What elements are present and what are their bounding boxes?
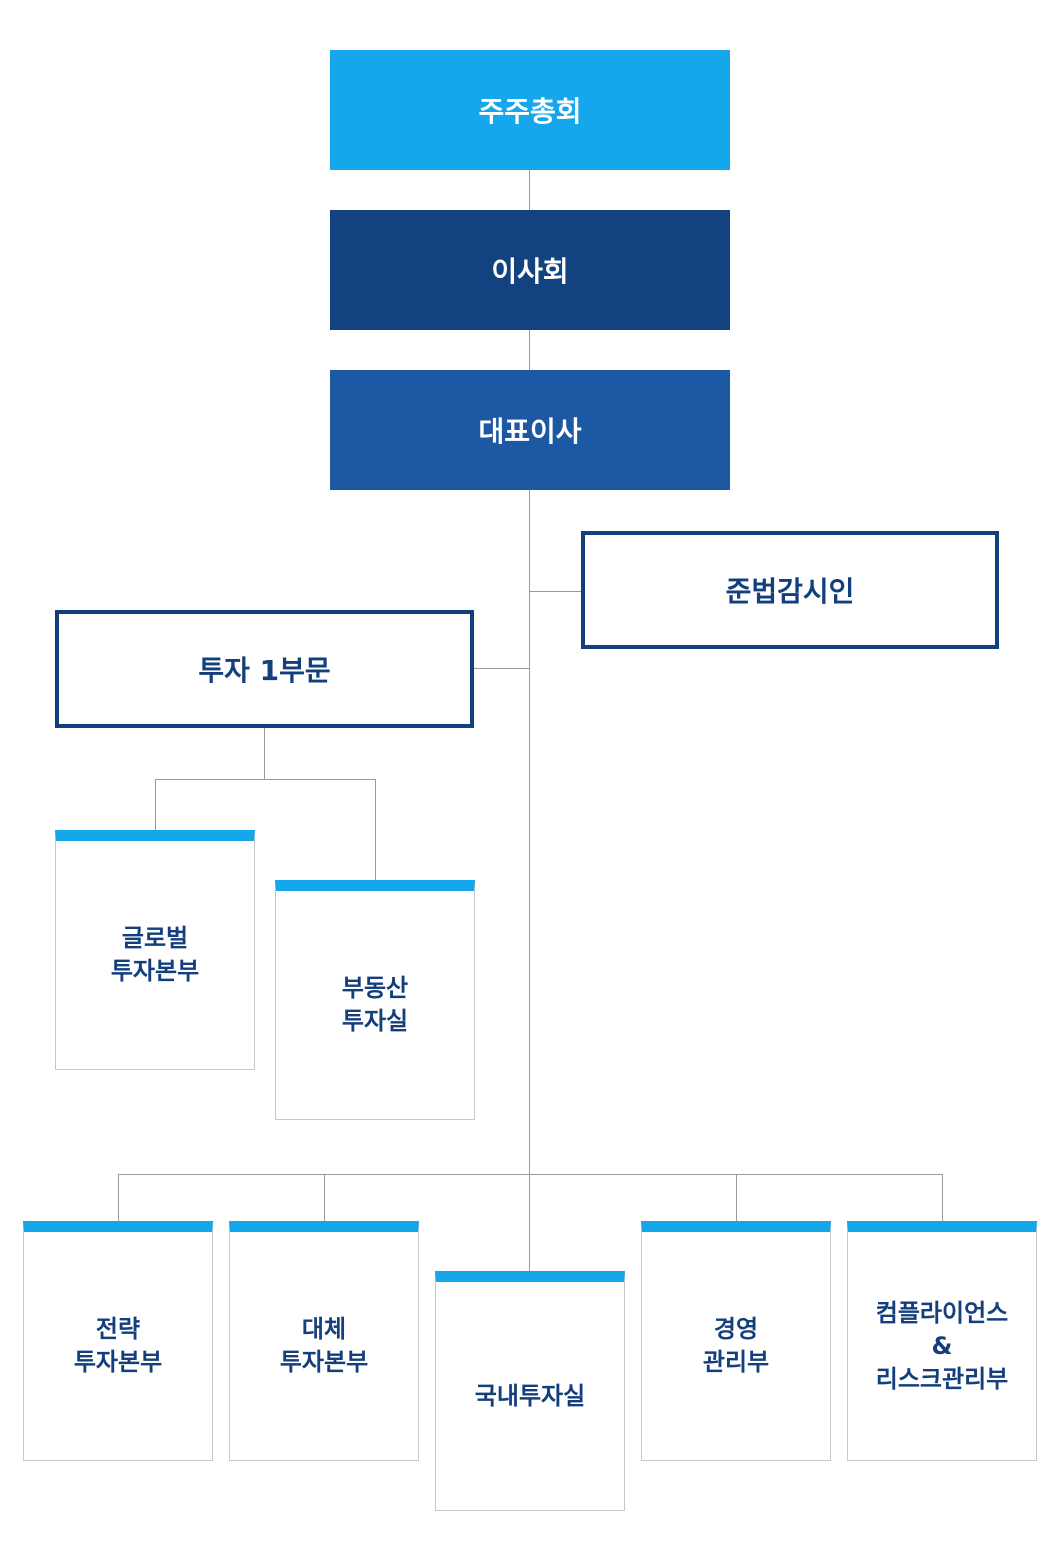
alternative-investment-unit-card: 대체 투자본부 (229, 1221, 419, 1461)
global-investment-unit-line-2: 투자본부 (110, 957, 200, 985)
strategy-investment-unit-card: 전략 투자본부 (23, 1221, 213, 1461)
connector-ceo-trunk (529, 490, 530, 1275)
connector-bottom-branch (118, 1174, 943, 1175)
management-support-unit-card: 경영 관리부 (641, 1221, 831, 1461)
connector-board-ceo (529, 330, 530, 370)
real-estate-investment-unit-line-2: 투자실 (341, 1007, 409, 1035)
global-investment-unit-line-1: 글로벌 (121, 924, 189, 952)
connector-bottom-1 (118, 1174, 119, 1222)
connector-bottom-4 (736, 1174, 737, 1222)
connector-bottom-2 (324, 1174, 325, 1222)
strategy-investment-unit-line-2: 투자본부 (73, 1348, 163, 1376)
management-support-unit-line-2: 관리부 (702, 1348, 770, 1376)
compliance-risk-unit-line-1: 컴플라이언스 (875, 1298, 1009, 1327)
global-investment-unit-card: 글로벌 투자본부 (55, 830, 255, 1070)
compliance-risk-unit-line-3: 리스크관리부 (875, 1364, 1009, 1393)
alternative-investment-unit-line-1: 대체 (301, 1315, 347, 1343)
shareholders-meeting-label: 주주총회 (478, 95, 582, 128)
connector-global-unit (155, 779, 156, 831)
connector-compliance (529, 591, 581, 592)
compliance-risk-unit-card: 컴플라이언스 & 리스크관리부 (847, 1221, 1037, 1461)
connector-realestate-unit (375, 779, 376, 881)
real-estate-investment-unit-card: 부동산 투자실 (275, 880, 475, 1120)
real-estate-investment-unit-line-1: 부동산 (341, 974, 409, 1002)
compliance-officer-label: 준법감시인 (725, 575, 855, 608)
investment-division-1-box: 투자 1부문 (55, 610, 474, 728)
alternative-investment-unit-line-2: 투자본부 (279, 1348, 369, 1376)
connector-division1 (474, 668, 530, 669)
connector-division1-down (264, 728, 265, 780)
compliance-officer-box: 준법감시인 (581, 531, 999, 649)
management-support-unit-line-1: 경영 (713, 1315, 759, 1343)
connector-shareholders-board (529, 170, 530, 210)
compliance-risk-unit-line-2: & (931, 1331, 953, 1360)
domestic-investment-office-card: 국내투자실 (435, 1271, 625, 1511)
strategy-investment-unit-line-1: 전략 (95, 1315, 141, 1343)
board-of-directors-box: 이사회 (330, 210, 730, 330)
shareholders-meeting-box: 주주총회 (330, 50, 730, 170)
investment-division-1-label: 투자 1부문 (198, 654, 331, 687)
board-of-directors-label: 이사회 (491, 255, 569, 288)
domestic-investment-office-line-1: 국내투자실 (474, 1381, 586, 1410)
connector-bottom-5 (942, 1174, 943, 1222)
connector-division1-branch (155, 779, 376, 780)
ceo-label: 대표이사 (478, 415, 582, 448)
ceo-box: 대표이사 (330, 370, 730, 490)
